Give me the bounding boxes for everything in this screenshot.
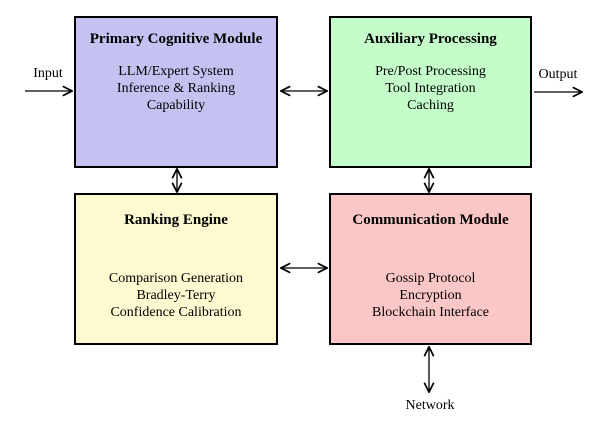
node-description: Pre/Post Processing Tool Integration Cac… <box>375 63 486 114</box>
node-description-line: Bradley-Terry <box>136 288 216 303</box>
node-description-line: Comparison Generation <box>108 271 244 286</box>
output-label: Output <box>538 67 578 82</box>
node-description: Comparison Generation Bradley-Terry Conf… <box>109 270 243 321</box>
node-title: Primary Cognitive Module <box>89 31 263 47</box>
node-description: Gossip Protocol Encryption Blockchain In… <box>372 270 489 321</box>
node-primary-cognitive-module: Primary Cognitive Module LLM/Expert Syst… <box>74 16 278 168</box>
node-description-line: Gossip Protocol <box>385 271 476 286</box>
node-description-line: Inference & Ranking <box>116 81 236 96</box>
node-description-line: Encryption <box>399 288 462 303</box>
node-auxiliary-processing: Auxiliary Processing Pre/Post Processing… <box>329 16 532 168</box>
node-description-line: Blockchain Interface <box>372 305 489 320</box>
node-title: Ranking Engine <box>124 212 228 228</box>
node-description-line: Caching <box>407 98 454 113</box>
node-description-line: Confidence Calibration <box>110 305 242 320</box>
network-label: Network <box>405 398 455 413</box>
node-description: LLM/Expert System Inference & Ranking Ca… <box>117 63 235 114</box>
input-label: Input <box>33 66 63 81</box>
node-communication-module: Communication Module Gossip Protocol Enc… <box>329 193 532 345</box>
node-title: Auxiliary Processing <box>364 31 497 47</box>
node-description-line: Capability <box>146 98 206 113</box>
node-description-line: LLM/Expert System <box>118 64 234 79</box>
node-description-line: Tool Integration <box>385 81 476 96</box>
node-ranking-engine: Ranking Engine Comparison Generation Bra… <box>74 193 278 345</box>
node-description-line: Pre/Post Processing <box>375 64 486 79</box>
node-title: Communication Module <box>352 212 509 228</box>
